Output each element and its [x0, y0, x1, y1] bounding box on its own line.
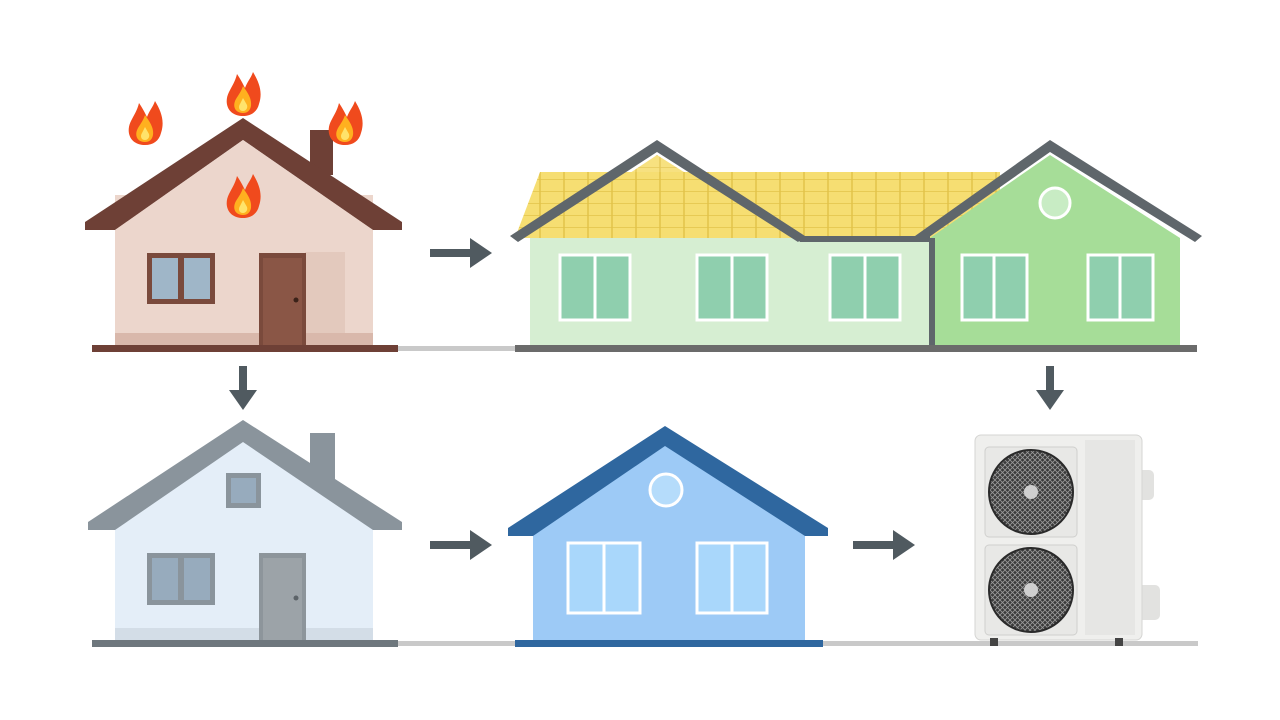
arrow-down-icon	[1036, 366, 1064, 410]
burning-house-icon	[85, 72, 402, 352]
heat-pump-icon	[974, 434, 1160, 646]
arrow-right-icon	[853, 530, 915, 560]
grey-house-icon	[88, 420, 402, 647]
green-house-icon	[510, 140, 1202, 352]
ground-lines	[395, 346, 1198, 646]
blue-house-icon	[508, 426, 828, 647]
arrow-down-icon	[229, 366, 257, 410]
arrow-right-icon	[430, 530, 492, 560]
arrow-right-icon	[430, 238, 492, 268]
